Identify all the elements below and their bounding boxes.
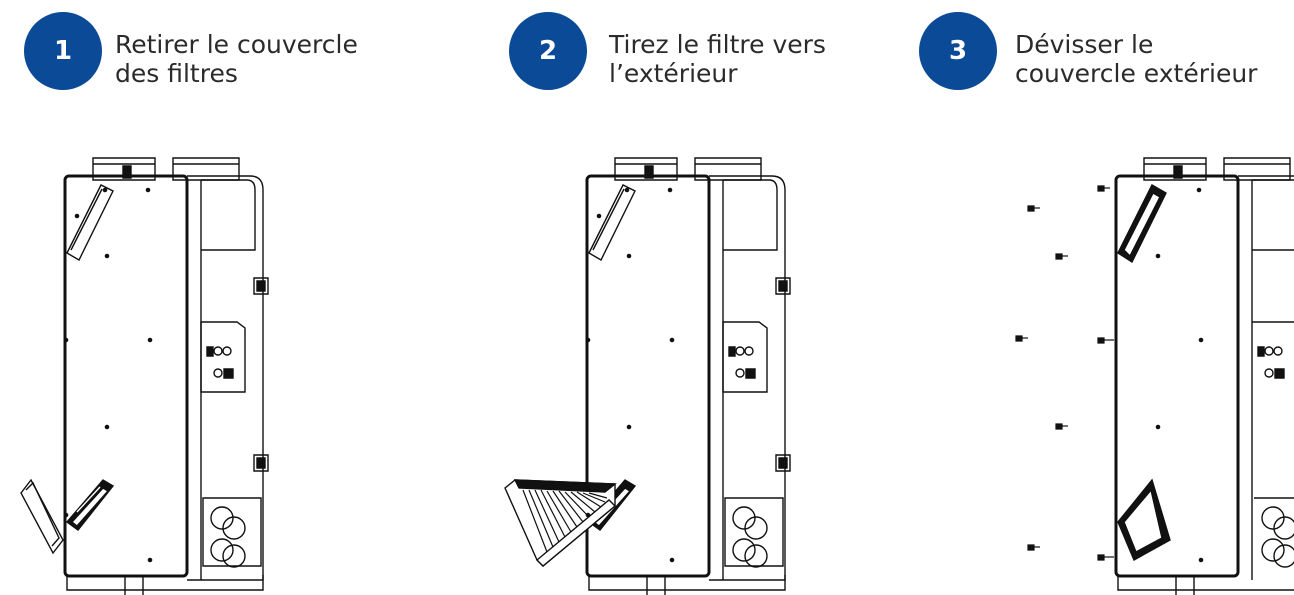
screw-icon — [1056, 254, 1068, 259]
screw-icon — [1056, 424, 1068, 429]
step-number-badge: 3 — [919, 12, 997, 90]
ventilation-unit-illustration-2 — [497, 150, 807, 595]
step-caption: Retirer le couvercle des filtres — [115, 30, 358, 88]
screw-icon — [1028, 545, 1040, 550]
screw-icon — [1028, 206, 1040, 211]
step-caption: Tirez le filtre vers l’extérieur — [609, 30, 826, 88]
screw-icon — [1098, 338, 1114, 343]
caption-line: couvercle extérieur — [1015, 59, 1258, 88]
caption-line: Dévisser le — [1015, 30, 1154, 59]
caption-line: Retirer le couvercle — [115, 30, 358, 59]
caption-line: l’extérieur — [609, 59, 738, 88]
screw-icon — [1016, 336, 1028, 341]
ventilation-unit-illustration-3 — [1010, 150, 1294, 595]
screw-icon — [1098, 186, 1110, 191]
screw-icon — [1098, 555, 1114, 560]
step-caption: Dévisser le couvercle extérieur — [1015, 30, 1257, 88]
step-number-badge: 1 — [24, 12, 102, 90]
caption-line: Tirez le filtre vers — [609, 30, 826, 59]
step-number-badge: 2 — [509, 12, 587, 90]
caption-line: des filtres — [115, 59, 238, 88]
ventilation-unit-illustration-1 — [15, 150, 275, 595]
